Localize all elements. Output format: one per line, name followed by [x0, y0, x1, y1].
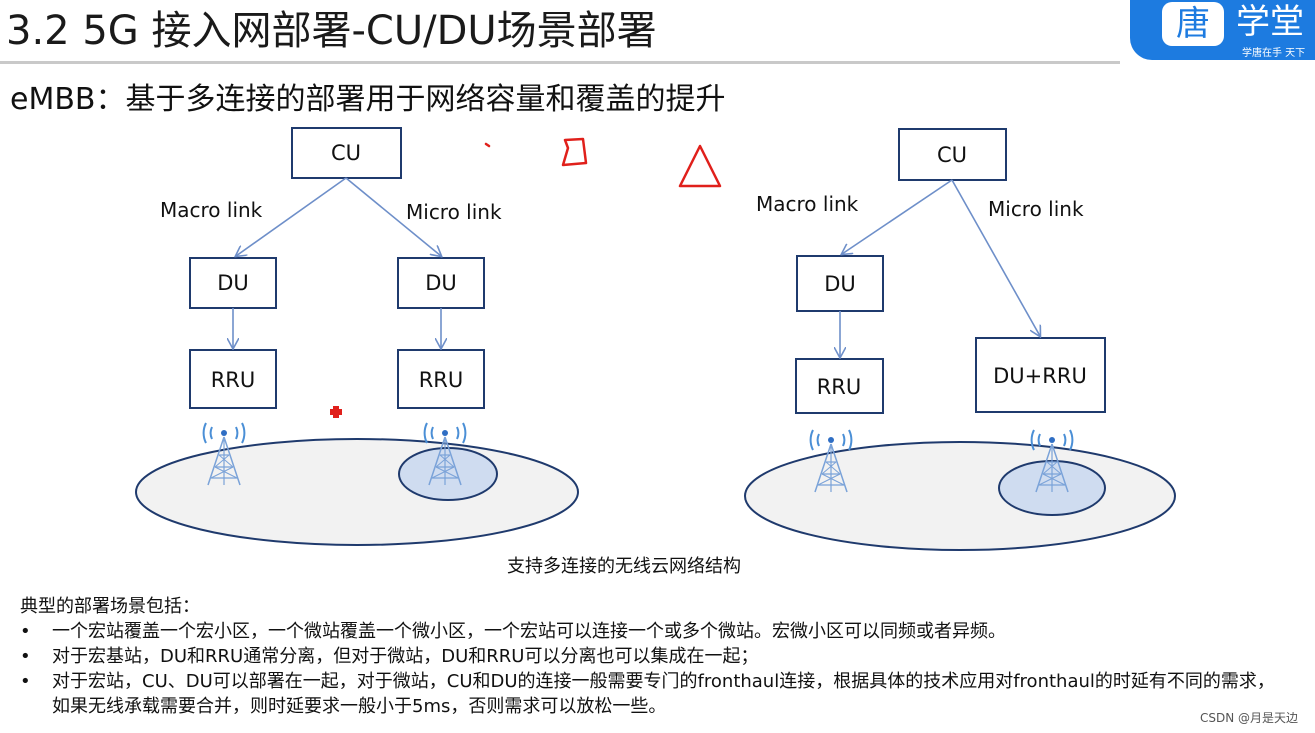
macro-link-arrow: [842, 179, 953, 254]
pen-annotation-icon: [330, 406, 342, 418]
cu-node: [898, 128, 1007, 181]
rru-macro-label: RRU: [817, 375, 862, 399]
brand-logo: 唐 学堂 学唐在手 天下: [1130, 0, 1315, 60]
du-macro-label: DU: [824, 272, 856, 296]
micro-link-arrow: [345, 177, 441, 256]
rru-micro-node: [397, 349, 485, 409]
list-item: 对于宏基站，DU和RRU通常分离，但对于微站，DU和RRU可以分离也可以集成在一…: [20, 644, 1290, 669]
title-divider: [0, 61, 1120, 64]
list-item: 对于宏站，CU、DU可以部署在一起，对于微站，CU和DU的连接一般需要专门的fr…: [20, 669, 1290, 719]
logo-text: 学堂: [1236, 2, 1304, 42]
rru-macro-node: [795, 358, 884, 414]
diagram-caption: 支持多连接的无线云网络结构: [507, 556, 741, 577]
notes-heading: 典型的部署场景包括：: [20, 596, 200, 617]
macro-link-label: Macro link: [756, 192, 859, 216]
rru-macro-node: [189, 349, 277, 409]
cu-label: CU: [331, 141, 361, 165]
deployment-notes: 典型的部署场景包括： 一个宏站覆盖一个宏小区，一个微站覆盖一个微小区，一个宏站可…: [20, 594, 1290, 719]
macro-cell-area: [135, 438, 579, 546]
micro-link-label: Micro link: [988, 197, 1084, 221]
micro-cell-area: [398, 447, 498, 501]
logo-mark: 唐: [1162, 2, 1224, 46]
logo-slogan: 学唐在手 天下: [1242, 48, 1306, 59]
rru-macro-label: RRU: [211, 368, 256, 392]
notes-list: 一个宏站覆盖一个宏小区，一个微站覆盖一个微小区，一个宏站可以连接一个或多个微站。…: [20, 619, 1290, 719]
pen-annotation-icon: [484, 137, 722, 188]
du-rru-label: DU+RRU: [993, 364, 1087, 388]
micro-link-arrow: [951, 179, 1040, 336]
du-macro-node: [189, 257, 277, 309]
watermark: CSDN @月是天边: [1200, 711, 1299, 725]
micro-link-label: Micro link: [406, 200, 502, 224]
du-macro-label: DU: [217, 271, 249, 295]
list-item: 一个宏站覆盖一个宏小区，一个微站覆盖一个微小区，一个宏站可以连接一个或多个微站。…: [20, 619, 1290, 644]
macro-link-label: Macro link: [160, 198, 263, 222]
cu-label: CU: [937, 143, 967, 167]
macro-link-arrow: [236, 177, 347, 256]
du-micro-node: [397, 257, 485, 309]
slide-title: 3.2 5G 接入网部署-CU/DU场景部署: [6, 8, 657, 54]
rru-micro-label: RRU: [419, 368, 464, 392]
slide-subtitle: eMBB：基于多连接的部署用于网络容量和覆盖的提升: [10, 82, 726, 117]
macro-cell-area: [744, 441, 1176, 551]
du-micro-label: DU: [425, 271, 457, 295]
